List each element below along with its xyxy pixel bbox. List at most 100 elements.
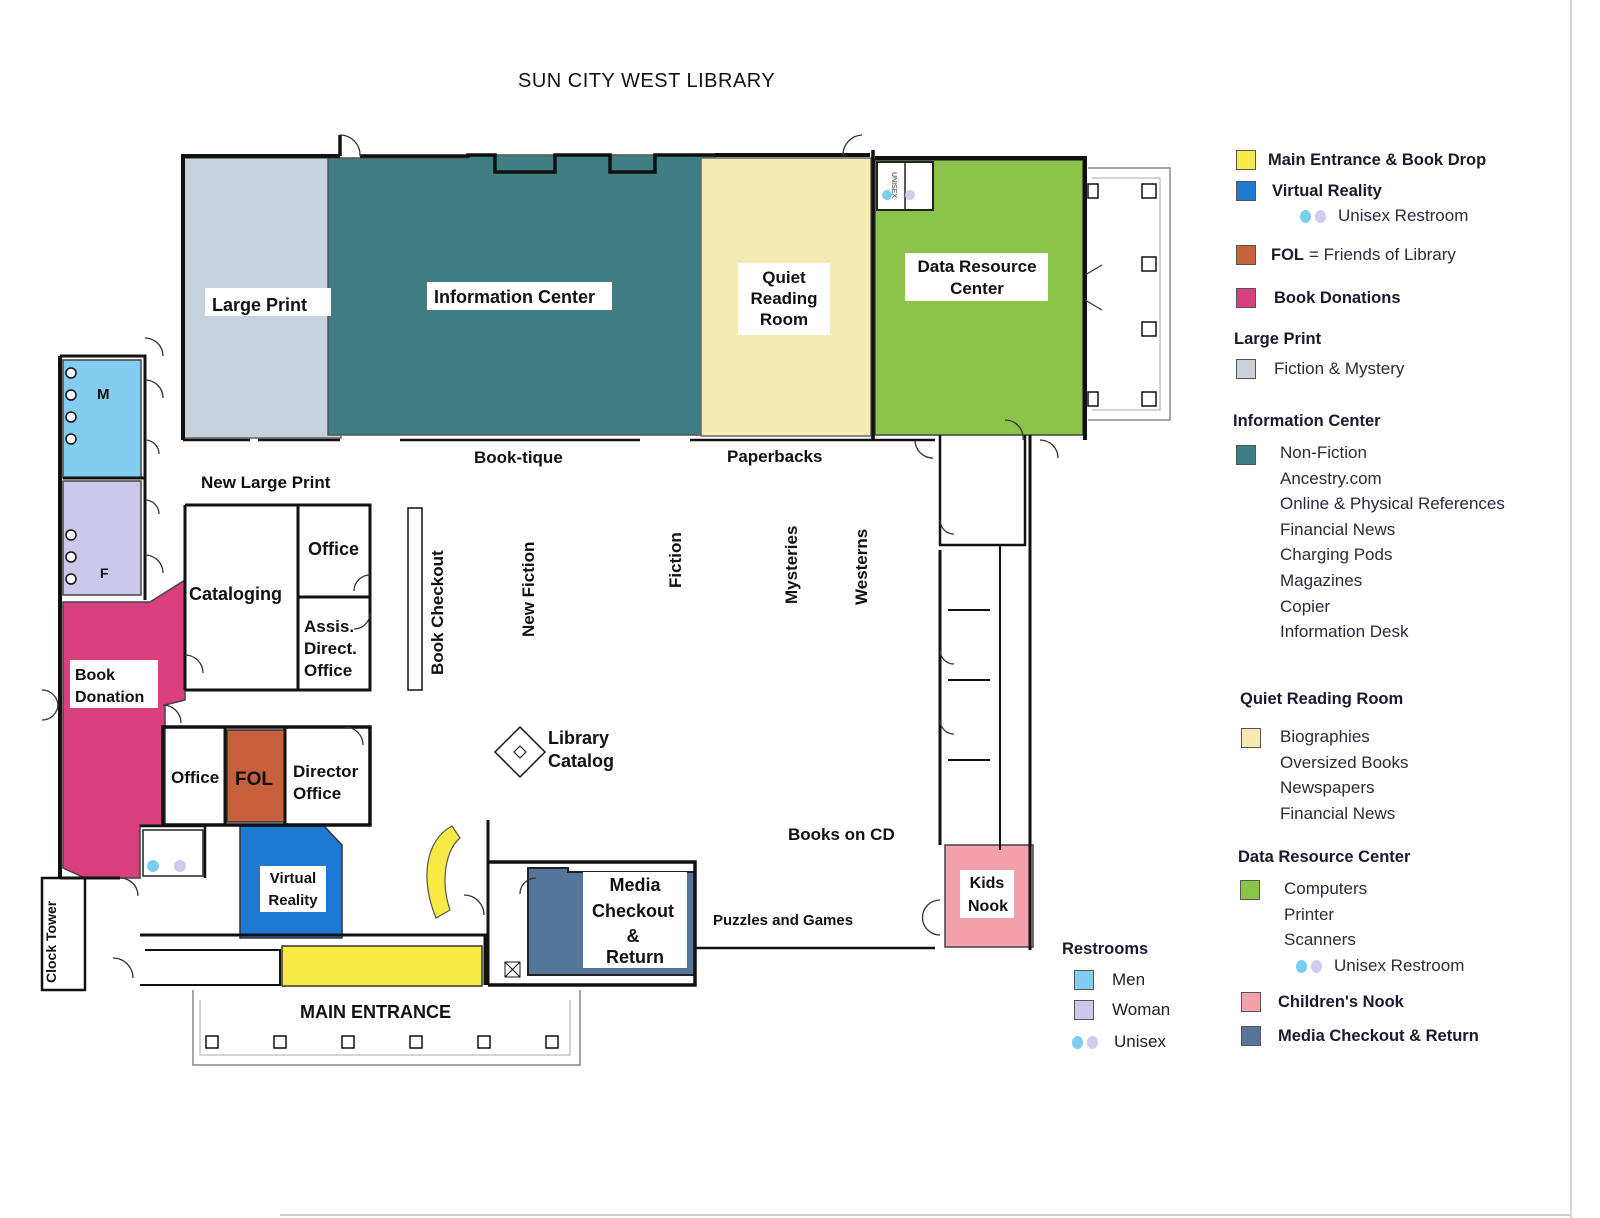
unisex-dot-lilac (905, 190, 915, 200)
book-checkout-label: Book Checkout (428, 550, 447, 675)
mens-restroom-label: M (97, 386, 110, 403)
director-office-label: Office (293, 784, 341, 803)
legend-quiet-reading-heading: Quiet Reading Room (1240, 690, 1404, 708)
mysteries-label: Mysteries (782, 526, 801, 604)
legend-quiet-item: Oversized Books (1280, 752, 1409, 772)
library-label: Library (548, 728, 609, 748)
paperbacks-label: Paperbacks (727, 447, 822, 466)
book-label: Book (75, 667, 115, 684)
large-print-swatch (1236, 359, 1256, 379)
unisex-dots-icon (1296, 959, 1322, 973)
catalog-label: Catalog (548, 751, 614, 771)
legend-virtual-reality: Virtual Reality (1272, 181, 1382, 200)
unisex-dot-lilac (174, 860, 186, 872)
unisex-dot-blue (147, 860, 159, 872)
assis-office-label: Office (304, 661, 352, 680)
men-swatch (1074, 970, 1094, 990)
quiet-label: Quiet (762, 268, 806, 287)
map-title: SUN CITY WEST LIBRARY (518, 70, 776, 92)
unisex-small-label: UNISEX (890, 172, 897, 198)
fol-label: FOL (235, 769, 273, 790)
information-center-swatch (1236, 445, 1256, 465)
legend-fol: FOL (1271, 245, 1304, 264)
checkout-label: Checkout (592, 901, 674, 921)
fol-swatch (1236, 245, 1256, 265)
doors (41, 134, 1103, 979)
main-entrance-book-drop (281, 945, 483, 987)
main-entrance-swatch (1236, 150, 1256, 170)
legend-vr-restroom: Unisex Restroom (1338, 206, 1469, 225)
reality-label: Reality (268, 892, 318, 909)
legend-info-item: Magazines (1280, 570, 1363, 590)
book-donations-swatch (1236, 288, 1256, 308)
legend-information-center-heading: Information Center (1233, 412, 1381, 430)
unisex-dot-blue (882, 190, 892, 200)
legend-data-resource-heading: Data Resource Center (1238, 848, 1411, 866)
legend-info-item: Ancestry.com (1280, 468, 1382, 488)
virtual-reality-swatch (1236, 181, 1256, 201)
assis-label: Assis. (304, 617, 354, 636)
nook-label: Nook (968, 898, 1008, 915)
book-drop-curve (426, 825, 461, 919)
restrooms-woman: Woman (1112, 1000, 1171, 1019)
legend-data-items: Computers Printer Scanners (1284, 876, 1367, 953)
media-label: Media (609, 875, 661, 895)
legend-info-item: Non-Fiction (1280, 443, 1367, 462)
office-label: Office (308, 539, 359, 559)
legend-data-restroom: Unisex Restroom (1334, 956, 1465, 975)
virtual-label: Virtual (270, 870, 316, 887)
large-print-label: Large Print (212, 295, 307, 315)
information-center-label: Information Center (434, 287, 595, 307)
legend-quiet-item: Biographies (1280, 727, 1370, 746)
ampersand-label: & (627, 926, 640, 946)
restrooms-men: Men (1112, 970, 1146, 989)
columns (65, 183, 1157, 1049)
legend-media-checkout: Media Checkout & Return (1278, 1026, 1479, 1045)
direct-label: Direct. (304, 639, 357, 658)
return-label: Return (606, 947, 664, 967)
main-entrance-label: MAIN ENTRANCE (300, 1002, 451, 1022)
legend-data-item: Scanners (1284, 930, 1356, 950)
legend-info-item: Financial News (1280, 519, 1396, 539)
restrooms-heading: Restrooms (1062, 940, 1149, 958)
director-label: Director (293, 762, 359, 781)
data-resource-swatch (1240, 880, 1260, 900)
page-edge-bottom (280, 1214, 1570, 1216)
cataloging-label: Cataloging (189, 584, 282, 604)
womens-restroom-label: F (100, 565, 109, 581)
legend-data-item: Printer (1284, 904, 1335, 924)
legend-info-item: Copier (1280, 596, 1331, 616)
donation-label: Donation (75, 689, 144, 706)
legend-info-item: Online & Physical References (1280, 494, 1505, 514)
womens-restroom (62, 480, 142, 596)
new-large-print-label: New Large Print (201, 473, 331, 492)
data-resource-center-label: Center (950, 279, 1004, 298)
walls (40, 135, 1171, 1066)
unisex-dots-icon (1300, 209, 1326, 223)
legend-quiet-item: Financial News (1280, 803, 1396, 823)
data-resource-label: Data Resource (917, 257, 1036, 276)
office-2-label: Office (171, 768, 219, 787)
legend-large-print-items: Fiction & Mystery (1274, 359, 1405, 378)
unisex-restroom-vr (142, 829, 204, 877)
new-fiction-label: New Fiction (519, 542, 538, 637)
book-tique-label: Book-tique (474, 448, 563, 467)
books-on-cd-label: Books on CD (788, 825, 895, 844)
restrooms-unisex: Unisex (1114, 1032, 1166, 1051)
puzzles-games-label: Puzzles and Games (713, 912, 853, 929)
legend-fol-definition: = Friends of Library (1309, 245, 1456, 264)
legend-data-item: Computers (1284, 879, 1368, 898)
clock-tower-label: Clock Tower (43, 900, 59, 983)
room-label: Room (760, 310, 808, 329)
page-edge-right (1570, 0, 1572, 1218)
restrooms-key: Restrooms Men Woman Unisex (1062, 940, 1222, 1060)
fol-room (226, 729, 286, 823)
legend-quiet-item: Newspapers (1280, 778, 1375, 798)
floor-plan: UNISEX Large Print Information Center Qu… (40, 134, 1171, 1066)
legend-info-item: Charging Pods (1280, 545, 1393, 565)
legend-childrens-nook: Children's Nook (1278, 992, 1404, 1011)
legend-quiet-items: Biographies Oversized Books Newspapers F… (1280, 724, 1409, 826)
legend-main-entrance: Main Entrance & Book Drop (1268, 150, 1487, 169)
legend-info-items: Non-Fiction Ancestry.com Online & Physic… (1280, 440, 1505, 645)
